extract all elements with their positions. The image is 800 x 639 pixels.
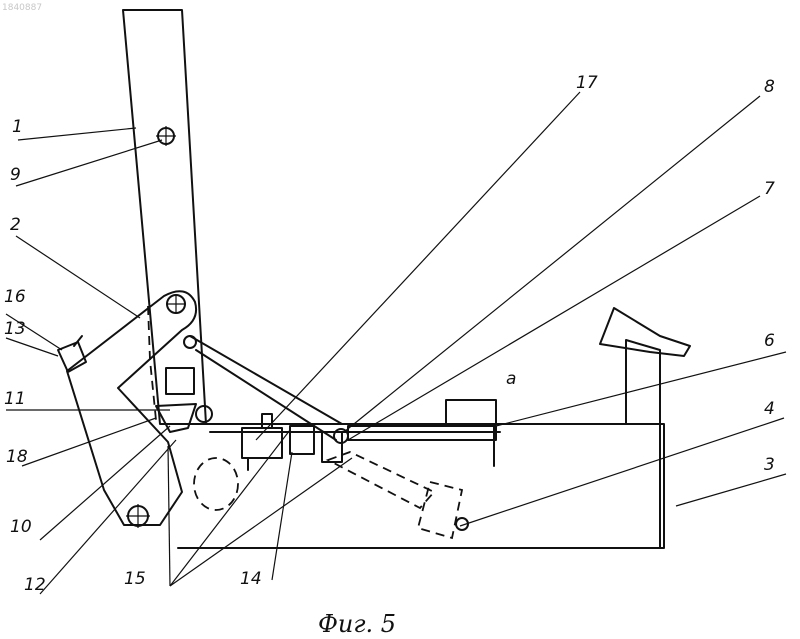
label-15: 15: [124, 569, 146, 589]
label-a: а: [506, 369, 516, 389]
label-11: 11: [4, 389, 26, 409]
vertical-column: [123, 10, 206, 424]
label-12: 12: [24, 575, 46, 595]
figure-caption: Фиг. 5: [318, 610, 396, 638]
label-10: 10: [10, 517, 32, 537]
leader-lines: [6, 92, 786, 594]
label-16: 16: [4, 287, 26, 307]
label-3: 3: [764, 455, 775, 475]
block-assembly: [242, 414, 342, 470]
label-2: 2: [10, 215, 21, 235]
label-1: 1: [12, 117, 23, 137]
document-id: 1840887: [2, 3, 42, 13]
label-18: 18: [6, 447, 28, 467]
label-7: 7: [764, 179, 775, 199]
pivot-hole-9: [156, 126, 176, 146]
label-4: 4: [764, 399, 775, 419]
label-17: 17: [576, 73, 598, 93]
connecting-link: [184, 336, 348, 443]
label-14: 14: [240, 569, 262, 589]
label-13: 13: [4, 319, 26, 339]
dashed-cylinder: [194, 452, 468, 538]
label-6: 6: [764, 331, 775, 351]
label-9: 9: [10, 165, 21, 185]
label-8: 8: [764, 77, 775, 97]
